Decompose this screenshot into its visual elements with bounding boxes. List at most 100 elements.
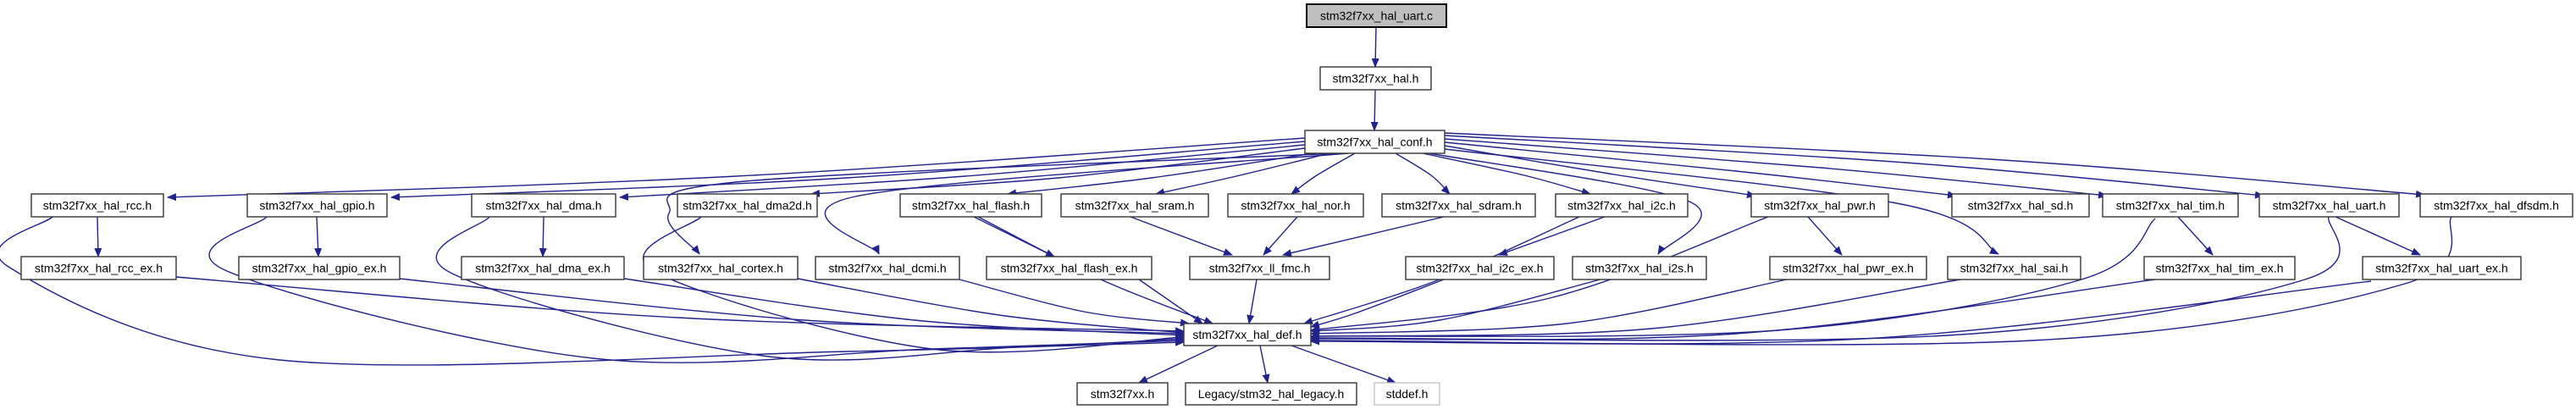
edge-dmaex-def: [623, 278, 1185, 339]
file-label: stm32f7xx_hal_dma_ex.h: [475, 262, 611, 275]
file-label: stm32f7xx_hal_i2c.h: [1567, 199, 1676, 213]
file-label: stm32f7xx_hal_i2s.h: [1585, 262, 1694, 275]
node-stm32f7xx_hal_dma.h[interactable]: stm32f7xx_hal_dma.h: [471, 193, 616, 218]
node-stm32f7xx_hal_uart.h[interactable]: stm32f7xx_hal_uart.h: [2258, 193, 2400, 218]
node-stm32f7xx_hal_dma2d.h[interactable]: stm32f7xx_hal_dma2d.h: [677, 193, 818, 218]
edge-uartc-hal: [1371, 26, 1379, 68]
node-stm32f7xx_hal_def.h[interactable]: stm32f7xx_hal_def.h: [1183, 323, 1312, 346]
file-box: [1769, 256, 1927, 280]
file-box: [677, 193, 818, 218]
node-Legacy/stm32_hal_legacy.h[interactable]: Legacy/stm32_hal_legacy.h: [1185, 382, 1357, 406]
file-box: [1185, 382, 1357, 406]
file-label: stm32f7xx_hal_sai.h: [1960, 262, 2069, 275]
file-box: [1304, 130, 1446, 154]
edge-conf-sdram: [1395, 152, 1451, 195]
node-stm32f7xx_hal_flash_ex.h[interactable]: stm32f7xx_hal_flash_ex.h: [986, 256, 1153, 280]
file-label: stm32f7xx_hal_dma.h: [486, 199, 602, 213]
edge-uartex-def: [1310, 280, 2372, 346]
node-stm32f7xx.h[interactable]: stm32f7xx.h: [1076, 382, 1169, 406]
node-stm32f7xx_hal_flash.h[interactable]: stm32f7xx_hal_flash.h: [899, 193, 1042, 218]
node-stm32f7xx_hal_cortex.h[interactable]: stm32f7xx_hal_cortex.h: [643, 256, 799, 280]
node-stm32f7xx_ll_fmc.h[interactable]: stm32f7xx_ll_fmc.h: [1189, 256, 1330, 280]
edge-conf-sd: [1444, 141, 1957, 199]
file-box: [2258, 193, 2400, 218]
node-stm32f7xx_hal_rcc.h[interactable]: stm32f7xx_hal_rcc.h: [30, 193, 164, 218]
file-box: [1227, 193, 1364, 218]
file-box: [1555, 193, 1689, 218]
node-stm32f7xx_hal_uart_ex.h[interactable]: stm32f7xx_hal_uart_ex.h: [2362, 256, 2522, 280]
node-stm32f7xx_hal_sram.h[interactable]: stm32f7xx_hal_sram.h: [1060, 193, 1209, 218]
file-label: stm32f7xx_hal_def.h: [1192, 328, 1302, 341]
edge-pwr-pwrex: [1807, 216, 1843, 256]
file-box: [1306, 3, 1447, 28]
edge-dma2d-def: [643, 216, 1185, 353]
edge-conf-gpio: [390, 141, 1306, 202]
file-label: stddef.h: [1386, 387, 1429, 401]
file-label: stm32f7xx_hal_flash.h: [912, 199, 1030, 213]
node-stm32f7xx_hal_sai.h[interactable]: stm32f7xx_hal_sai.h: [1947, 256, 2081, 280]
edge-timex-def: [1310, 279, 2156, 343]
file-box: [1750, 193, 1889, 218]
file-box: [238, 256, 401, 280]
node-stm32f7xx_hal_i2s.h[interactable]: stm32f7xx_hal_i2s.h: [1572, 256, 1707, 280]
file-box: [1947, 256, 2081, 280]
node-stm32f7xx_hal_i2c_ex.h[interactable]: stm32f7xx_hal_i2c_ex.h: [1405, 256, 1555, 280]
edge-tim-def: [1310, 218, 2156, 340]
node-stm32f7xx_hal_dfsdm.h[interactable]: stm32f7xx_hal_dfsdm.h: [2419, 193, 2573, 218]
node-stm32f7xx_hal_dcmi.h[interactable]: stm32f7xx_hal_dcmi.h: [815, 256, 960, 280]
file-box: [1076, 382, 1169, 406]
file-box: [1060, 193, 1209, 218]
edge-gpio-gpioex: [314, 216, 323, 257]
edge-sai-def: [1310, 279, 1961, 340]
node-stm32f7xx_hal_sd.h[interactable]: stm32f7xx_hal_sd.h: [1951, 193, 2090, 218]
file-label: stm32f7xx_hal_uart.c: [1320, 9, 1433, 23]
file-label: stm32f7xx_hal_gpio.h: [259, 199, 374, 213]
node-stm32f7xx_hal_dma_ex.h[interactable]: stm32f7xx_hal_dma_ex.h: [461, 256, 625, 280]
edge-flashex-def: [1138, 279, 1203, 324]
edge-i2cex-def: [1310, 279, 1445, 329]
edge-dma-def: [435, 216, 1185, 361]
node-stm32f7xx_hal_sdram.h[interactable]: stm32f7xx_hal_sdram.h: [1381, 193, 1536, 218]
node-stm32f7xx_hal_pwr_ex.h[interactable]: stm32f7xx_hal_pwr_ex.h: [1769, 256, 1927, 280]
file-label: stm32f7xx_hal_sd.h: [1968, 199, 2074, 213]
file-box: [815, 256, 960, 280]
node-stm32f7xx_hal_i2c.h[interactable]: stm32f7xx_hal_i2c.h: [1555, 193, 1689, 218]
node-stm32f7xx_hal_pwr.h[interactable]: stm32f7xx_hal_pwr.h: [1750, 193, 1889, 218]
edge-conf-dma: [619, 144, 1306, 201]
node-stddef.h: stddef.h: [1374, 382, 1440, 406]
edge-pwr-def: [1310, 216, 1769, 334]
edge-gpio-def: [208, 216, 1185, 363]
node-stm32f7xx_hal_nor.h[interactable]: stm32f7xx_hal_nor.h: [1227, 193, 1364, 218]
file-label: stm32f7xx_hal_uart_ex.h: [2375, 262, 2507, 275]
node-stm32f7xx_hal_rcc_ex.h[interactable]: stm32f7xx_hal_rcc_ex.h: [20, 256, 177, 280]
node-stm32f7xx_hal_tim_ex.h[interactable]: stm32f7xx_hal_tim_ex.h: [2143, 256, 2296, 280]
file-box: [1189, 256, 1330, 280]
node-stm32f7xx_hal_gpio.h[interactable]: stm32f7xx_hal_gpio.h: [246, 193, 388, 218]
node-stm32f7xx_hal_conf.h[interactable]: stm32f7xx_hal_conf.h: [1304, 130, 1446, 154]
node-stm32f7xx_hal.h[interactable]: stm32f7xx_hal.h: [1319, 66, 1432, 91]
file-box: [2419, 193, 2573, 218]
file-label: Legacy/stm32_hal_legacy.h: [1198, 387, 1345, 401]
edge-conf-dcmi: [824, 152, 1349, 255]
file-label: stm32f7xx_hal_pwr.h: [1764, 199, 1876, 213]
file-box: [1374, 382, 1440, 406]
nodes-layer: stm32f7xx_hal_uart.c stm32f7xx_hal.h stm32…: [20, 3, 2573, 406]
edge-conf-rcc: [167, 137, 1306, 202]
edge-conf-sram: [1155, 152, 1330, 196]
edge-def-stddef: [1291, 345, 1396, 384]
file-label: stm32f7xx_hal_gpio_ex.h: [252, 262, 387, 275]
file-label: stm32f7xx_hal.h: [1333, 72, 1419, 86]
file-label: stm32f7xx_hal_pwr_ex.h: [1783, 262, 1914, 275]
file-label: stm32f7xx_hal_i2c_ex.h: [1416, 262, 1543, 275]
edge-sdram-fmc: [1282, 216, 1445, 257]
edge-cortex-def: [797, 278, 1185, 336]
file-box: [643, 256, 799, 280]
file-box: [461, 256, 625, 280]
node-stm32f7xx_hal_gpio_ex.h[interactable]: stm32f7xx_hal_gpio_ex.h: [238, 256, 401, 280]
file-label: stm32f7xx_hal_rcc.h: [43, 199, 152, 213]
node-stm32f7xx_hal_tim.h[interactable]: stm32f7xx_hal_tim.h: [2102, 193, 2239, 218]
file-label: stm32f7xx_hal_flash_ex.h: [1001, 262, 1138, 275]
file-box: [246, 193, 388, 218]
edge-conf-dma2d: [810, 147, 1306, 197]
